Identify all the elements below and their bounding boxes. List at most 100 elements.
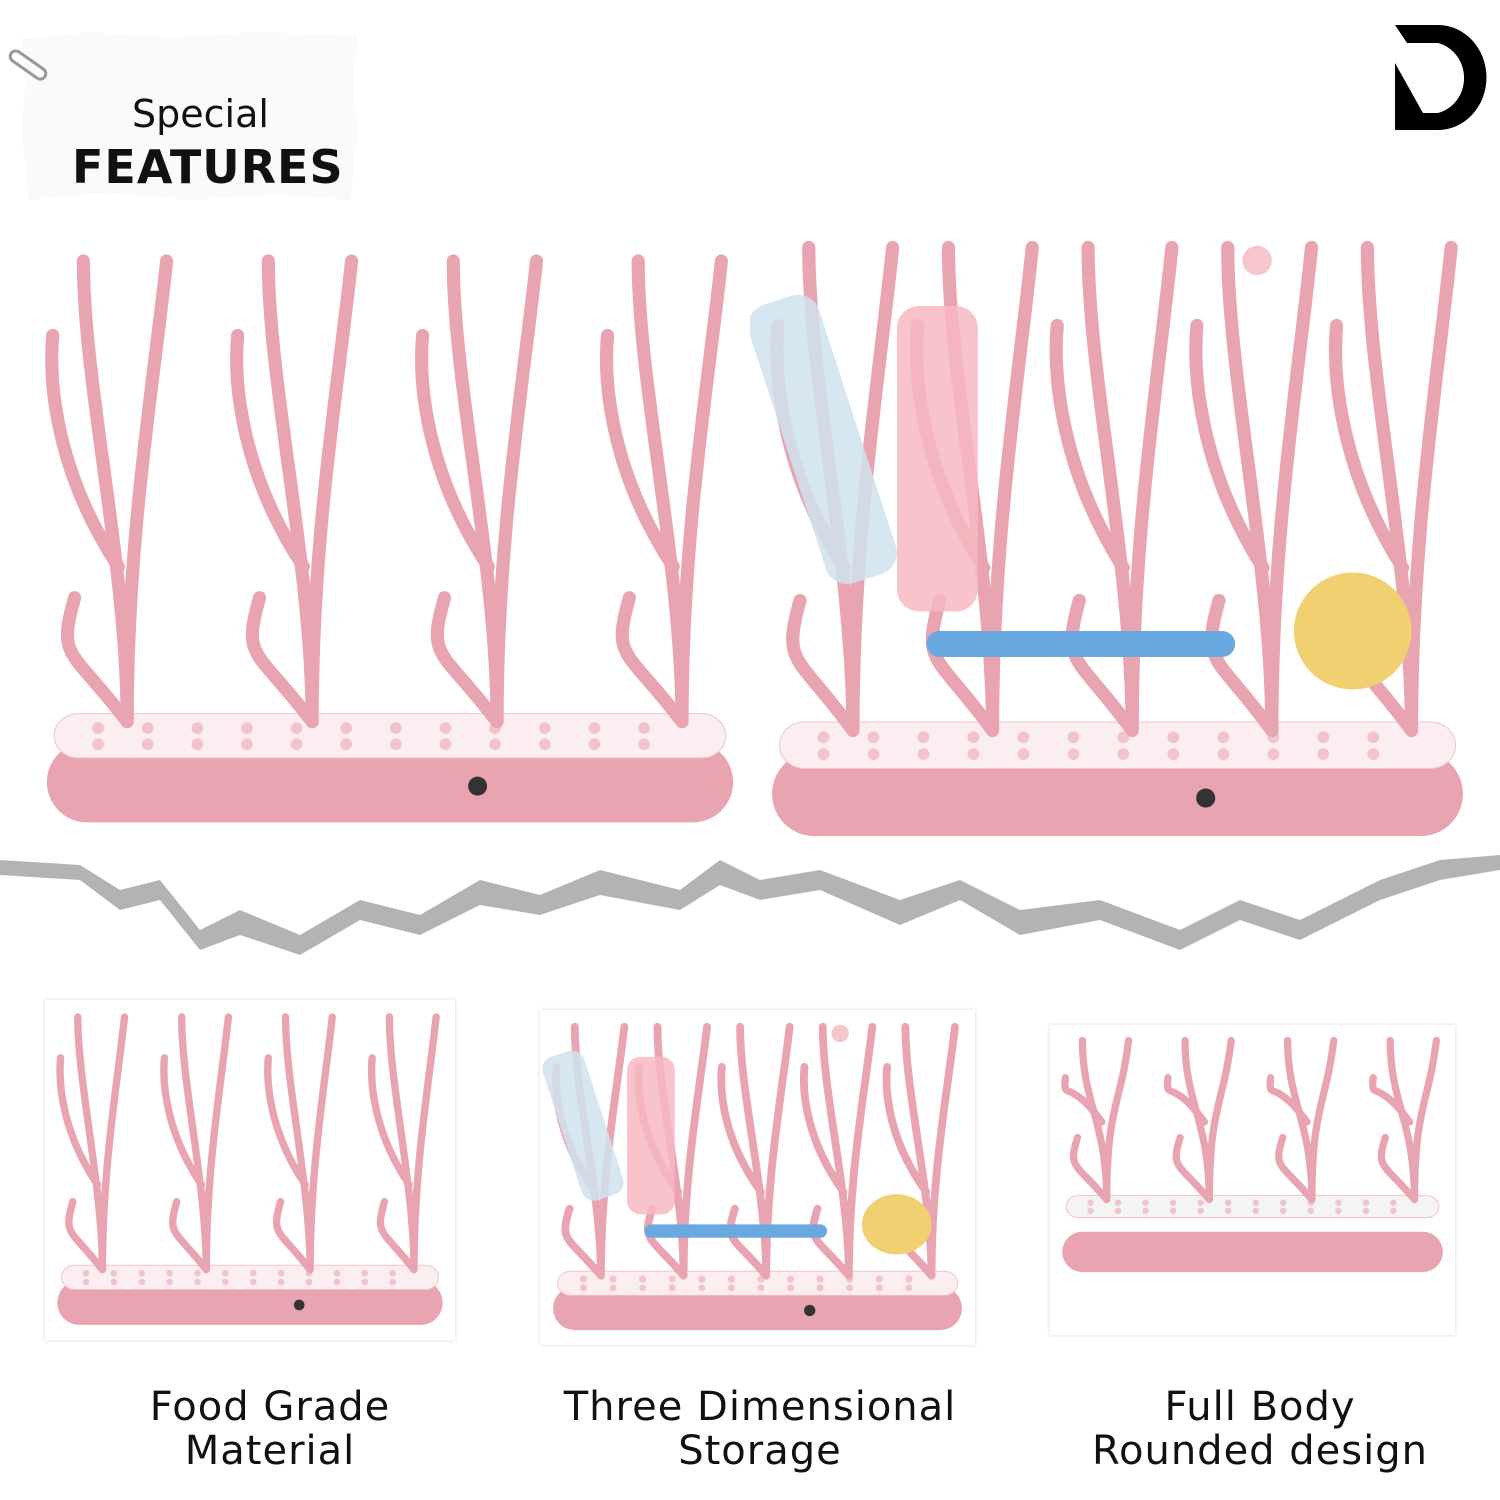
drain-hole (1252, 1199, 1259, 1206)
drip-tray (57, 1280, 443, 1325)
feeding-bottle-pink (627, 1056, 675, 1215)
rack-thumb-2 (542, 1022, 962, 1331)
drain-hole (1362, 1207, 1370, 1215)
drain-hole (1142, 1199, 1149, 1206)
prong (415, 254, 544, 729)
bottle-brush (926, 631, 1236, 657)
drain-hole (905, 1284, 913, 1292)
drain-hole (538, 722, 551, 734)
drip-tray (553, 1286, 962, 1331)
special-features-tag: Special FEATURES (22, 32, 357, 200)
drain-hole (1217, 748, 1230, 760)
caption-line1: Three Dimensional (563, 1384, 957, 1430)
drain-hole (816, 1284, 824, 1292)
prong (1061, 1036, 1133, 1204)
prong (1049, 240, 1179, 738)
drain-hole (1167, 731, 1180, 744)
drain-hole (277, 1269, 285, 1277)
drain-hole (817, 731, 830, 744)
drain-hole (361, 1269, 369, 1277)
torn-paper-divider (0, 855, 1500, 955)
drain-hole (1087, 1207, 1094, 1215)
drain-hole (250, 1269, 257, 1277)
drain-hole (1197, 1199, 1204, 1206)
drain-hole (1335, 1199, 1342, 1206)
drain-hole (1087, 1199, 1094, 1206)
drain-hole (1017, 731, 1030, 744)
drain-hole (92, 738, 104, 751)
tray-grid (1065, 1195, 1440, 1219)
drain-hole (191, 738, 204, 751)
nipple (1242, 245, 1272, 276)
drain-hole (588, 738, 601, 751)
drain-hole (609, 1284, 617, 1292)
panel-food-grade (45, 1000, 455, 1340)
rack-thumb-3 (1061, 1036, 1443, 1273)
drain-hole (875, 1275, 883, 1283)
caption-line1: Full Body (1164, 1384, 1356, 1430)
feeding-bottle-clear (750, 294, 897, 585)
prong (1369, 1036, 1441, 1204)
brand-badge-icon (804, 1304, 816, 1317)
drain-hole (389, 1269, 396, 1277)
drain-hole (668, 1275, 676, 1283)
tray-grid (60, 1264, 440, 1291)
drain-hole (166, 1278, 173, 1286)
drain-hole (439, 738, 452, 751)
sponge (1293, 572, 1412, 690)
drain-hole (241, 722, 253, 734)
drain-hole (609, 1275, 617, 1283)
drain-hole (1362, 1199, 1370, 1206)
drain-hole (1335, 1207, 1342, 1215)
sponge (861, 1194, 932, 1255)
drain-hole (1114, 1207, 1122, 1215)
drain-hole (867, 731, 880, 744)
drain-hole (1114, 1199, 1122, 1206)
prong (800, 1022, 877, 1280)
drain-hole (727, 1275, 735, 1283)
tray-grid (556, 1270, 959, 1296)
drain-hole (1197, 1207, 1204, 1215)
prong (45, 254, 174, 729)
drain-hole (241, 738, 253, 751)
brand-logo (1395, 25, 1487, 130)
drain-hole (439, 722, 452, 734)
drain-hole (340, 722, 353, 734)
prong (264, 1013, 336, 1274)
drain-hole (846, 1284, 854, 1292)
drain-hole (333, 1269, 341, 1277)
drain-hole (222, 1269, 229, 1277)
drain-hole (1367, 731, 1380, 744)
panel-three-dimensional (540, 1010, 975, 1345)
rack-main-right (750, 240, 1463, 837)
drain-hole (1169, 1199, 1177, 1206)
caption-line2: Storage (678, 1428, 842, 1474)
drain-hole (390, 738, 402, 751)
drain-hole (138, 1278, 146, 1286)
drain-hole (166, 1269, 173, 1277)
drain-hole (489, 738, 501, 751)
feeding-bottle-clear (542, 1050, 624, 1201)
prong (717, 1022, 794, 1280)
prong (230, 254, 359, 729)
drip-tray (772, 751, 1463, 837)
drip-tray (1062, 1231, 1443, 1273)
drain-hole (588, 722, 601, 734)
brand-badge-icon (293, 1299, 305, 1311)
drain-hole (905, 1275, 913, 1283)
drain-hole (816, 1275, 824, 1283)
drain-hole (191, 722, 204, 734)
drain-hole (580, 1275, 587, 1283)
drain-hole (110, 1278, 118, 1286)
drain-hole (361, 1278, 369, 1286)
drain-hole (389, 1278, 396, 1286)
drain-hole (668, 1284, 676, 1292)
drain-hole (787, 1275, 795, 1283)
header-line1: Special (132, 92, 269, 136)
drain-hole (1280, 1199, 1287, 1206)
drain-hole (82, 1278, 90, 1286)
rack-main-left (45, 254, 734, 823)
drain-hole (757, 1284, 765, 1292)
drain-hole (638, 738, 650, 751)
drip-tray (46, 741, 734, 823)
